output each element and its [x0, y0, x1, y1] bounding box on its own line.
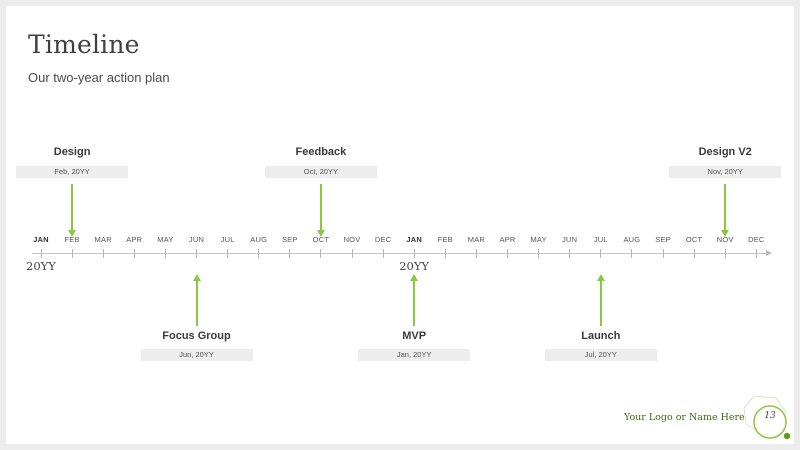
slide-subtitle: Our two-year action plan — [28, 70, 170, 85]
month-label: OCT — [685, 235, 703, 244]
year-label: 20YY — [26, 259, 56, 273]
milestone-date: Oct, 20YY — [264, 166, 377, 178]
month-label: MAY — [157, 235, 174, 244]
month-tick — [662, 249, 664, 258]
month-label: JUN — [188, 235, 205, 244]
milestone-arrow-shaft — [71, 184, 74, 230]
month-label: MAY — [530, 235, 547, 244]
month-label: FEB — [64, 235, 80, 244]
arrow-down-icon — [721, 230, 730, 237]
month-label: NOV — [716, 235, 734, 244]
month-label: AUG — [250, 235, 268, 244]
month-label: SEP — [281, 235, 298, 244]
month-tick — [258, 249, 260, 258]
month-label: JUL — [593, 235, 608, 244]
milestone-date: Feb, 20YY — [16, 166, 129, 178]
month-tick — [351, 249, 353, 258]
month-tick — [444, 249, 446, 258]
month-tick — [40, 249, 42, 258]
month-tick — [164, 249, 166, 258]
month-tick — [382, 249, 384, 258]
arrow-up-icon — [192, 274, 201, 281]
slide-title: Timeline — [28, 30, 140, 59]
arrow-up-icon — [596, 274, 605, 281]
month-label: DEC — [748, 235, 765, 244]
month-label: JAN — [33, 235, 49, 244]
arrow-down-icon — [68, 230, 77, 237]
milestone-date: Jan, 20YY — [358, 349, 471, 361]
month-tick — [631, 249, 633, 258]
page-badge-icon — [743, 395, 791, 440]
month-tick — [507, 249, 508, 258]
month-tick — [569, 249, 571, 258]
milestone-title: Focus Group — [162, 330, 231, 342]
month-tick — [413, 249, 415, 258]
month-label: SEP — [655, 235, 671, 244]
milestone-title: MVP — [402, 330, 427, 342]
month-label: DEC — [374, 235, 392, 244]
milestone-arrow-shaft — [195, 280, 198, 326]
month-label: APR — [499, 235, 516, 244]
milestone-arrow-shaft — [413, 280, 416, 326]
milestone-arrow-shaft — [319, 184, 322, 230]
month-label: FEB — [437, 235, 453, 244]
month-label: MAR — [94, 235, 112, 244]
arrow-up-icon — [410, 274, 419, 281]
month-tick — [693, 249, 695, 258]
milestone-title: Launch — [581, 330, 621, 342]
month-tick — [102, 249, 104, 258]
month-tick — [475, 249, 477, 258]
milestone-date: Nov, 20YY — [669, 166, 782, 178]
month-tick — [133, 249, 135, 258]
month-label: OCT — [312, 235, 330, 244]
milestone-title: Feedback — [295, 146, 347, 158]
milestone-title: Design V2 — [698, 146, 752, 158]
milestone-arrow-shaft — [599, 280, 602, 326]
month-label: MAR — [467, 235, 486, 244]
milestone-arrow-shaft — [724, 184, 727, 230]
month-label: NOV — [343, 235, 361, 244]
milestone-title: Design — [53, 146, 91, 158]
month-label: AUG — [623, 235, 641, 244]
milestone-date: Jul, 20YY — [544, 349, 657, 361]
slide: Timeline Our two-year action plan JAN FEB… — [6, 6, 794, 444]
month-tick — [600, 249, 602, 258]
month-tick — [320, 249, 322, 258]
month-tick — [227, 249, 229, 258]
month-tick — [755, 249, 757, 258]
month-tick — [289, 249, 291, 258]
arrow-down-icon — [316, 230, 325, 237]
month-label: APR — [126, 235, 143, 244]
footer-logo-text: Your Logo or Name Here — [624, 412, 745, 423]
timeline-axis — [32, 253, 768, 254]
month-tick — [538, 249, 540, 258]
month-tick — [196, 249, 197, 258]
page-number: 13 — [764, 411, 776, 421]
month-tick — [724, 249, 726, 258]
axis-arrow-icon — [766, 250, 772, 256]
month-tick — [71, 249, 73, 258]
milestone-date: Jun, 20YY — [140, 349, 253, 361]
year-label: 20YY — [399, 259, 430, 273]
month-label: JAN — [406, 235, 422, 244]
month-label: JUL — [220, 235, 235, 244]
month-label: JUN — [562, 235, 578, 244]
